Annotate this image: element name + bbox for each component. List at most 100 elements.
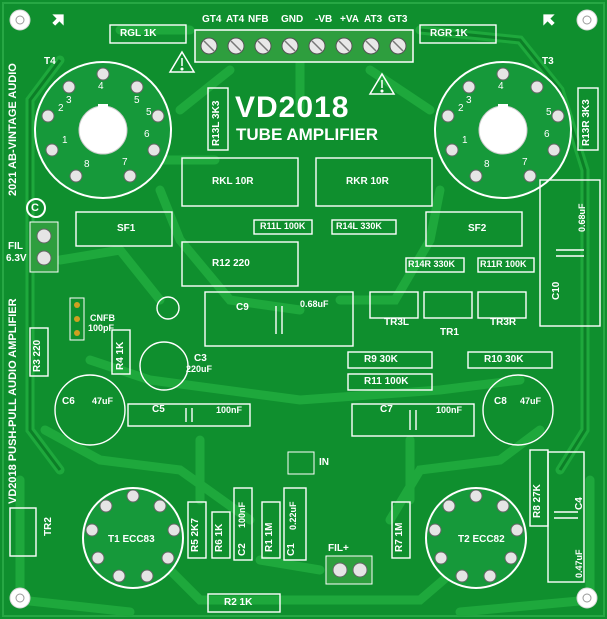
capacitor-symbols: [185, 249, 584, 519]
tube-socket-t4: [34, 61, 172, 199]
warning-triangle-icon: [168, 50, 396, 95]
filament-plus-label: FIL+: [328, 543, 349, 554]
resistor-label-r3: R3 220: [32, 339, 43, 372]
fuse-holders: [75, 211, 523, 247]
pin-number: 8: [484, 159, 490, 170]
resistor-label-r4: R4 1K: [115, 341, 126, 370]
capacitor-outlines: [54, 179, 601, 583]
capacitor-value-c6: 47uF: [92, 396, 114, 406]
capacitor-label-c3: C3: [194, 353, 207, 364]
capacitor-label-c9: C9: [236, 302, 249, 313]
trimmer-label-tr1: TR1: [440, 327, 459, 338]
capacitor-value-c1: 0.22uF: [288, 501, 298, 530]
capacitor-value-c8: 47uF: [520, 396, 542, 406]
resistor-label-rgr: RGR 1K: [430, 28, 468, 39]
resistor-label-r11l: R11L 100K: [260, 221, 306, 231]
resistor-label-r8: R8 27K: [532, 484, 543, 518]
header-pin-label: AT4: [226, 14, 245, 25]
header-pin-label: GT3: [388, 14, 408, 25]
copyright-circle: [26, 198, 46, 218]
screw-terminals: [29, 221, 373, 585]
cnfb-value: 100pF: [88, 323, 115, 333]
capacitor-value-c4: 0.47uF: [574, 549, 584, 578]
resistor-label-r6: R6 1K: [214, 523, 225, 552]
copyright-label: C: [31, 202, 39, 214]
pin-number: 5: [134, 95, 140, 106]
resistor-label-r14r: R14R 330K: [408, 259, 456, 269]
header-pin-label: -VB: [315, 14, 333, 25]
trimmer-label-tr2: TR2: [43, 517, 54, 536]
pin-number: 6: [144, 129, 150, 140]
pin-number: 5: [146, 107, 152, 118]
resistor-label-r12: R12 220: [212, 258, 250, 269]
pin-number: 4: [98, 81, 104, 92]
capacitor-label-c5: C5: [152, 404, 165, 415]
pin-number: 6: [544, 129, 550, 140]
header-pin-label: AT3: [364, 14, 383, 25]
pin-number: 2: [58, 103, 64, 114]
tube-socket-t1: [82, 487, 184, 589]
resistor-label-rkr: RKR 10R: [346, 176, 389, 187]
resistor-label-r13r: R13R 3K3: [581, 99, 592, 146]
resistor-label-r1: R1 1M: [264, 522, 275, 552]
board-title: VD2018: [235, 91, 350, 124]
header-pin-label: +VA: [340, 14, 359, 25]
resistor-label-r7: R7 1M: [394, 522, 405, 552]
capacitor-label-c2: C2: [237, 543, 248, 556]
resistor-label-r11: R11 100K: [364, 376, 409, 387]
side-text-copyright: 2021 AB-VINTAGE AUDIO: [7, 63, 19, 196]
header-pin-label: NFB: [248, 14, 269, 25]
pin-number: 3: [466, 95, 472, 106]
capacitor-label-c8: C8: [494, 396, 507, 407]
header-connector: [194, 29, 414, 63]
pin-number: 1: [462, 135, 468, 146]
filament-label: FIL: [8, 241, 23, 252]
resistor-label-r5: R5 2K7: [190, 518, 201, 552]
tube-label-t4: T4: [44, 56, 56, 67]
capacitor-label-c4: C4: [574, 497, 585, 510]
cnfb-label: CNFB: [90, 313, 115, 323]
trimmer-outlines: [9, 291, 527, 557]
tube-label-t3: T3: [542, 56, 554, 67]
capacitor-label-c7: C7: [380, 404, 393, 415]
trimmer-label-tr3r: TR3R: [490, 317, 517, 328]
resistor-label-r14l: R14L 330K: [336, 221, 382, 231]
capacitor-value-c9: 0.68uF: [300, 299, 329, 309]
pin-number: 5: [546, 107, 552, 118]
resistor-label-r11r: R11R 100K: [480, 259, 527, 269]
resistor-label-r9: R9 30K: [364, 354, 398, 365]
resistor-label-r2: R2 1K: [224, 597, 253, 608]
pin-number: 1: [62, 135, 68, 146]
resistor-outlines: [29, 24, 599, 613]
board-subtitle: TUBE AMPLIFIER: [236, 125, 378, 144]
tube-socket-t3: [434, 61, 572, 199]
pin-number: 7: [522, 157, 528, 168]
fuse-label-sf2: SF2: [468, 223, 487, 234]
header-pin-label: GT4: [202, 14, 222, 25]
capacitor-label-c1: C1: [286, 543, 297, 556]
tube-label-t2: T2 ECC82: [458, 534, 505, 545]
pin-number: 8: [84, 159, 90, 170]
resistor-label-rgl: RGL 1K: [120, 28, 157, 39]
capacitor-value-c2: 100nF: [237, 501, 247, 528]
capacitor-value-c3: 220uF: [186, 364, 213, 374]
resistor-label-rkl: RKL 10R: [212, 176, 254, 187]
capacitor-value-c7: 100nF: [436, 405, 463, 415]
tube-label-t1: T1 ECC83: [108, 534, 155, 545]
pin-number: 2: [458, 103, 464, 114]
capacitor-label-c6: C6: [62, 396, 75, 407]
pin-number: 7: [122, 157, 128, 168]
input-label: IN: [319, 457, 329, 468]
capacitor-label-c10: C10: [551, 281, 562, 300]
capacitor-value-c10: 0.68uF: [577, 203, 587, 232]
side-text-product: VD2018 PUSH-PULL AUDIO AMPLIFIER: [7, 298, 19, 504]
resistor-label-r10: R10 30K: [484, 354, 524, 365]
pin-number: 3: [66, 95, 72, 106]
mounting-holes: [9, 9, 598, 609]
capacitor-value-c5: 100nF: [216, 405, 243, 415]
fuse-label-sf1: SF1: [117, 223, 136, 234]
pin-number: 4: [498, 81, 504, 92]
